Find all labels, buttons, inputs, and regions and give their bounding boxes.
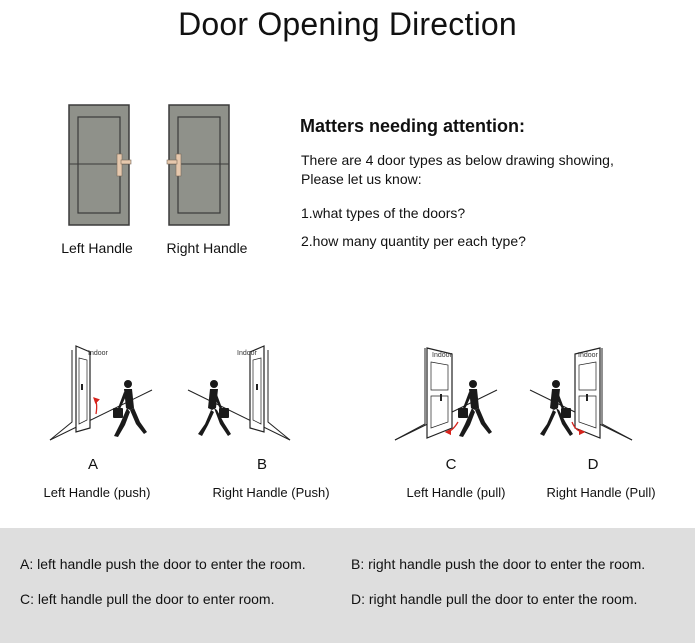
walking-person-icon: [540, 380, 573, 436]
door-type-c-tag: Indoor: [432, 352, 453, 359]
walking-person-icon: [458, 380, 492, 437]
note-c-key: C:: [20, 591, 34, 607]
walking-person-icon: [198, 380, 231, 436]
door-type-d-caption: Right Handle (Pull): [546, 485, 656, 500]
attention-intro-line2: Please let us know:: [301, 171, 422, 187]
door-type-a-tag: Indoor: [88, 350, 109, 357]
note-b-text: right handle push the door to enter the …: [364, 556, 646, 572]
door-type-a-letter: A: [87, 456, 98, 473]
notes-panel: A: left handle push the door to enter th…: [0, 528, 695, 643]
door-type-d-drawing: Indoor: [529, 347, 633, 441]
door-type-d-letter: D: [587, 456, 599, 473]
left-handle-label: Left Handle: [61, 240, 133, 256]
left-handle-door-icon: [68, 104, 132, 226]
door-type-a-drawing: Indoor: [49, 345, 153, 441]
note-d-text: right handle pull the door to enter the …: [365, 591, 638, 607]
attention-question-2: 2.how many quantity per each type?: [301, 233, 526, 249]
note-b: B: right handle push the door to enter t…: [351, 556, 645, 572]
door-type-c-letter: C: [445, 456, 457, 473]
note-a-text: left handle push the door to enter the r…: [33, 556, 306, 572]
door-type-a-caption: Left Handle (push): [43, 485, 151, 500]
door-type-c-drawing: Indoor: [394, 347, 498, 441]
right-handle-label: Right Handle: [166, 240, 248, 256]
note-c-text: left handle pull the door to enter room.: [34, 591, 275, 607]
note-a-key: A:: [20, 556, 34, 572]
right-handle-door-icon: [166, 104, 230, 226]
door-type-d-tag: Indoor: [578, 352, 599, 359]
door-type-b-drawing: Indoor: [187, 345, 291, 441]
attention-intro-line1: There are 4 door types as below drawing …: [301, 152, 614, 168]
attention-question-1: 1.what types of the doors?: [301, 205, 466, 221]
note-a: A: left handle push the door to enter th…: [20, 556, 306, 572]
door-type-c-caption: Left Handle (pull): [406, 485, 506, 500]
attention-heading: Matters needing attention:: [300, 116, 526, 136]
handle-doors-illustration: [68, 104, 230, 226]
page-title: Door Opening Direction: [178, 6, 517, 42]
note-d-key: D:: [351, 591, 365, 607]
door-type-b-caption: Right Handle (Push): [212, 485, 330, 500]
walking-person-icon: [113, 380, 147, 437]
door-type-b-tag: Indoor: [237, 350, 258, 357]
note-c: C: left handle pull the door to enter ro…: [20, 591, 274, 607]
door-types-illustration: Indoor Indoor: [49, 345, 633, 441]
door-type-b-letter: B: [256, 456, 267, 473]
note-b-key: B:: [351, 556, 365, 572]
note-d: D: right handle pull the door to enter t…: [351, 591, 637, 607]
